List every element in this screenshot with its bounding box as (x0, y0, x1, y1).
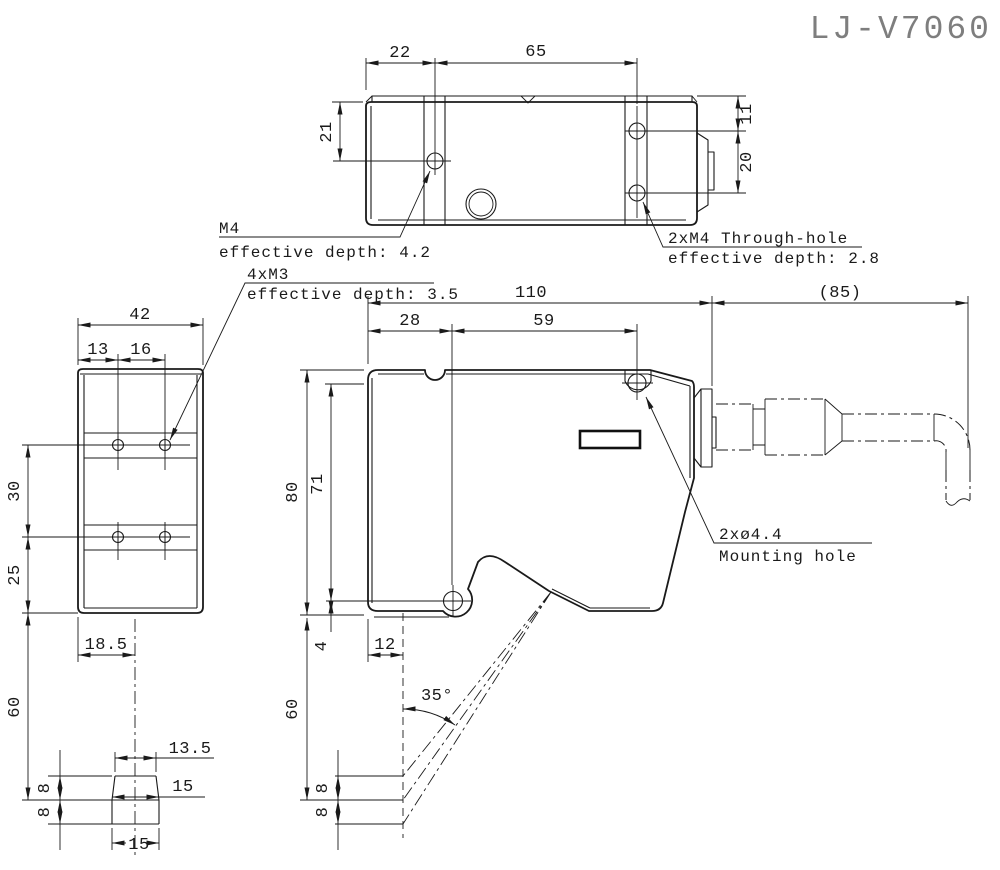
top-view-outline (365, 101, 698, 226)
laser-beams (402, 591, 552, 825)
drawing-title: LJ-V7060 (810, 11, 992, 48)
top-hole-boss (624, 370, 652, 391)
dim-12: 12 (374, 636, 395, 655)
dim-20: 20 (738, 151, 757, 172)
dim-42: 42 (129, 306, 150, 325)
dim-22: 22 (389, 44, 410, 63)
side-view-outline (77, 368, 204, 614)
dim-15-mid: 15 (172, 778, 193, 797)
measure-range-side (111, 775, 160, 825)
right-band (624, 96, 648, 225)
connector-bump (696, 132, 715, 213)
center-notch (520, 95, 536, 104)
dim-65: 65 (525, 43, 546, 62)
dim-18-5: 18.5 (85, 636, 128, 655)
front-view-outline (367, 369, 695, 618)
left-band (423, 96, 446, 225)
4xm3-label: 4xM3 (247, 266, 289, 284)
dim-8-near-front: 8 (314, 783, 333, 794)
dim-60-side: 60 (6, 696, 25, 717)
dim-59: 59 (533, 312, 554, 331)
m4-depth-label: effective depth: 4.2 (219, 244, 431, 262)
dim-8-far-side: 8 (36, 807, 55, 818)
dim-11: 11 (738, 103, 757, 124)
top-view-lip (371, 95, 693, 102)
angle-arc (402, 706, 456, 726)
dim-85: (85) (819, 284, 862, 303)
dim-8-far-front: 8 (314, 807, 333, 818)
dim-4: 4 (313, 641, 332, 652)
cable-break (945, 498, 971, 506)
4xm3-depth-label: effective depth: 3.5 (247, 286, 459, 304)
hole-size-label: 2xø4.4 (719, 526, 783, 544)
dim-25: 25 (6, 564, 25, 585)
dim-30: 30 (6, 480, 25, 501)
dim-16: 16 (130, 341, 151, 360)
dim-80: 80 (284, 481, 303, 502)
dim-13-5: 13.5 (169, 740, 212, 759)
annotation-m4: M4 effective depth: 4.2 (219, 170, 431, 262)
2xm4-depth-label: effective depth: 2.8 (668, 250, 880, 268)
side-view: 42 13 16 30 25 60 18.5 13.5 15 15 (6, 266, 459, 857)
hole-name-label: Mounting hole (719, 548, 857, 566)
cable-assembly (716, 398, 971, 506)
dim-8-near-side: 8 (36, 783, 55, 794)
front-view: 110 (85) 28 59 80 60 71 4 12 8 8 35° (284, 284, 971, 850)
dim-21: 21 (318, 121, 337, 142)
annotation-4xm3: 4xM3 effective depth: 3.5 (169, 266, 459, 441)
2xm4-label: 2xM4 Through-hole (668, 230, 848, 248)
m4-label: M4 (219, 220, 240, 238)
dim-35deg: 35° (421, 687, 453, 706)
round-window (465, 188, 497, 220)
indicator-window (578, 429, 642, 450)
dim-28: 28 (399, 312, 420, 331)
annotation-2xm4: 2xM4 Through-hole effective depth: 2.8 (642, 201, 880, 268)
annotation-mounting-hole: 2xø4.4 Mounting hole (645, 396, 872, 566)
dim-60-front: 60 (284, 698, 303, 719)
top-view: 22 65 21 11 20 M4 effective depth: 4.2 2… (219, 43, 880, 268)
dim-71: 71 (309, 473, 328, 494)
connector-flange (693, 388, 717, 468)
mounting-rails (84, 432, 197, 551)
dim-15-bot: 15 (128, 836, 149, 855)
dim-110: 110 (515, 284, 547, 303)
dim-13: 13 (87, 341, 108, 360)
